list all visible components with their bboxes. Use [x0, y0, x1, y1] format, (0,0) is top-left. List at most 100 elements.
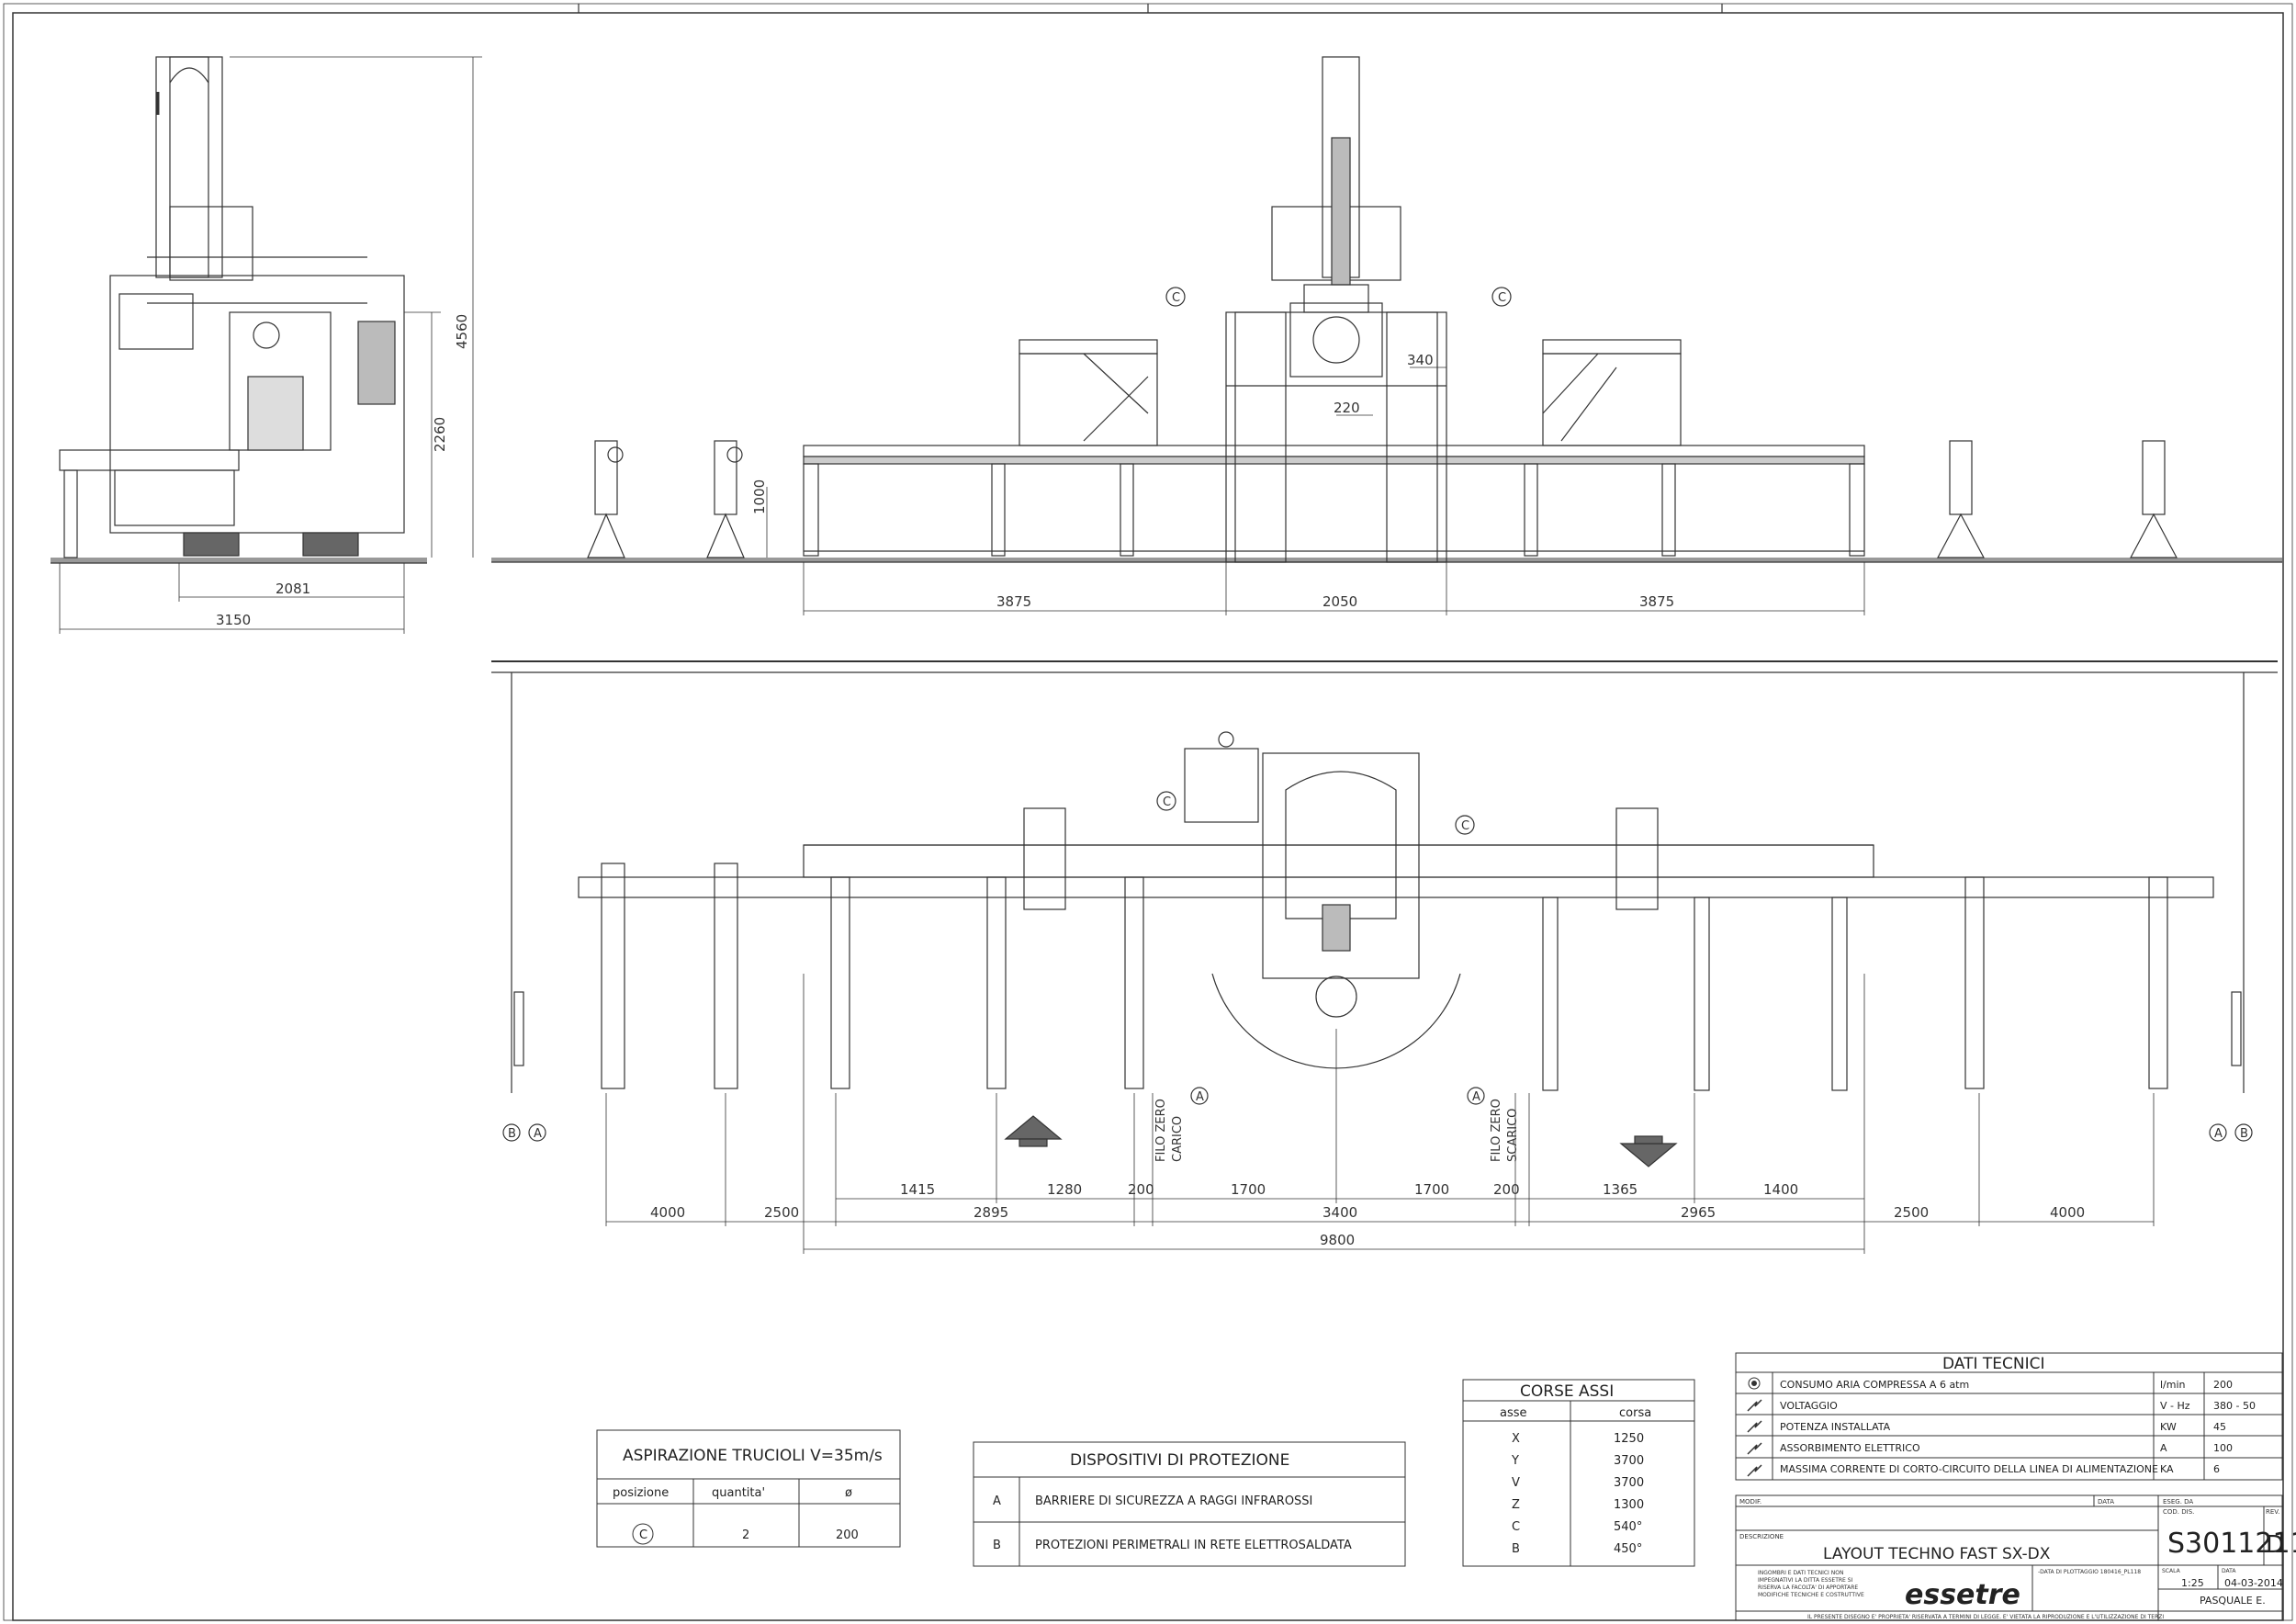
drawing-title: LAYOUT TECHNO FAST SX-DX	[1823, 1545, 2051, 1563]
dispositivi-row-b-key: B	[993, 1539, 1001, 1552]
dim-4000-left: 4000	[650, 1204, 685, 1221]
front-roller-supports	[587, 440, 2178, 558]
aspirazione-header-quantita: quantita'	[712, 1486, 765, 1500]
plan-dim-mid-row: 4000 2500 2895 3400 2965 2500 4000	[650, 1204, 2085, 1221]
marker-a-label: A	[1196, 1090, 1204, 1104]
dati-row-desc: ASSORBIMENTO ELETTRICO	[1780, 1442, 1920, 1454]
dim-2965: 2965	[1681, 1204, 1716, 1221]
dim-2260: 2260	[432, 417, 448, 452]
dati-tecnici-table	[1735, 1352, 2283, 1481]
marker-c-label: C	[1172, 291, 1180, 305]
dim-220: 220	[1334, 400, 1360, 416]
filo-zero-carico: FILO ZERO	[1154, 1099, 1168, 1162]
essetre-logo: essetre	[1905, 1579, 2020, 1611]
dispositivi-row-a-key: A	[993, 1494, 1001, 1508]
corse-row-asse: V	[1512, 1476, 1520, 1490]
dati-row-unit: KA	[2160, 1463, 2174, 1475]
dim-200: 200	[1493, 1181, 1520, 1198]
lightning-icon	[1747, 1399, 1762, 1412]
title-eseg-label: ESEG. DA	[2163, 1498, 2193, 1506]
dati-row-unit: l/min	[2160, 1379, 2186, 1391]
title-modif-label: MODIF.	[1739, 1498, 1761, 1506]
aspirazione-row-posizione: C	[639, 1528, 647, 1542]
plan-dimensions	[605, 974, 2155, 1254]
marker-c	[1165, 287, 1186, 307]
dim-1700-right: 1700	[1414, 1181, 1449, 1198]
dati-row-desc: MASSIMA CORRENTE DI CORTO-CIRCUITO DELLA…	[1780, 1463, 2158, 1475]
dati-row-value: 200	[2213, 1379, 2233, 1391]
dati-row-desc: POTENZA INSTALLATA	[1780, 1421, 1891, 1433]
aspirazione-header-diametro: ø	[845, 1486, 852, 1500]
dim-1280: 1280	[1047, 1181, 1082, 1198]
dispositivi-row-b-text: PROTEZIONI PERIMETRALI IN RETE ELETTROSA…	[1035, 1539, 1352, 1552]
plot-date: -DATA DI PLOTTAGGIO 180416_PL118	[2038, 1569, 2141, 1575]
dati-row-unit: V - Hz	[2160, 1400, 2190, 1412]
marker-b-label: B	[2240, 1127, 2248, 1141]
title-data-label: DATA	[2098, 1498, 2114, 1506]
marker-a-label: A	[2214, 1127, 2223, 1141]
dim-3875-left: 3875	[996, 593, 1031, 610]
dim-4560: 4560	[454, 314, 470, 349]
aspirazione-row-quantita: 2	[742, 1528, 749, 1542]
aspirazione-row-diametro: 200	[836, 1528, 859, 1542]
dispositivi-table	[973, 1441, 1406, 1567]
dim-200: 200	[1128, 1181, 1154, 1198]
title-descrizione-label: DESCRIZIONE	[1739, 1533, 1784, 1540]
dim-1700-left: 1700	[1231, 1181, 1266, 1198]
dim-340: 340	[1407, 352, 1434, 368]
ownership-footer: IL PRESENTE DISEGNO E' PROPRIETA' RISERV…	[1807, 1614, 2164, 1620]
dati-tecnici-title: DATI TECNICI	[1942, 1355, 2045, 1373]
dati-row-unit: KW	[2160, 1421, 2177, 1433]
lightning-icon	[1747, 1442, 1762, 1455]
plan-view	[491, 660, 2278, 1167]
corse-row-asse: X	[1512, 1432, 1520, 1446]
marker-a-label: A	[1472, 1090, 1480, 1104]
date-label: DATA	[2222, 1568, 2236, 1574]
corse-header-corsa: corsa	[1619, 1406, 1651, 1420]
dati-row-value: 100	[2213, 1442, 2233, 1454]
dati-row-unit: A	[2160, 1442, 2167, 1454]
corse-title: CORSE ASSI	[1520, 1382, 1614, 1401]
aspirazione-title: ASPIRAZIONE TRUCIOLI V=35m/s	[623, 1447, 883, 1465]
corse-rows: X 1250 Y 3700 V 3700 Z 1300 C 540° B 450…	[1511, 1432, 1644, 1556]
drawing-revision: D	[2266, 1531, 2284, 1559]
filo-zero-carico-2: CARICO	[1171, 1116, 1185, 1162]
dati-tecnici-icons	[1747, 1399, 1762, 1477]
dim-9800: 9800	[1320, 1232, 1355, 1248]
corse-row-asse: B	[1512, 1542, 1520, 1556]
marker-c	[1491, 287, 1512, 307]
plan-dim-top-row: 1415 1280 200 1700 1700 200 1365 1400	[900, 1181, 1798, 1198]
corse-row-corsa: 1250	[1614, 1432, 1644, 1446]
corse-row-corsa: 3700	[1614, 1476, 1644, 1490]
dim-1400: 1400	[1763, 1181, 1798, 1198]
dati-row-value: 6	[2213, 1463, 2220, 1475]
dati-row-value: 380 - 50	[2213, 1400, 2256, 1412]
marker-a-label: A	[534, 1127, 542, 1141]
dati-tecnici-rows: CONSUMO ARIA COMPRESSA A 6 atm l/min 200…	[1780, 1379, 2256, 1475]
dim-3400: 3400	[1322, 1204, 1357, 1221]
marker-c-label: C	[1461, 819, 1469, 833]
title-block-text: MODIF. DATA ESEG. DA COD. DIS. REV. DESC…	[1739, 1498, 2296, 1620]
marker-c-label: C	[1498, 291, 1506, 305]
dispositivi-title: DISPOSITIVI DI PROTEZIONE	[1070, 1451, 1289, 1470]
marker-c-label: C	[1163, 795, 1171, 809]
dim-2050: 2050	[1322, 593, 1357, 610]
notice-line: MODIFICHE TECNICHE E COSTRUTTIVE	[1758, 1592, 1864, 1598]
marker-b-label: B	[508, 1127, 516, 1141]
dim-1415: 1415	[900, 1181, 935, 1198]
corse-header-asse: asse	[1500, 1406, 1527, 1420]
dati-row-desc: CONSUMO ARIA COMPRESSA A 6 atm	[1780, 1379, 1969, 1391]
corse-assi-table	[1462, 1379, 1695, 1567]
corse-row-corsa: 450°	[1614, 1542, 1642, 1556]
dim-2081: 2081	[276, 581, 310, 597]
title-cod-label: COD. DIS.	[2163, 1508, 2194, 1516]
side-view	[51, 56, 427, 564]
scala-label: SCALA	[2162, 1568, 2181, 1574]
corse-row-asse: Y	[1511, 1454, 1519, 1468]
front-view	[491, 56, 2282, 563]
corse-row-corsa: 540°	[1614, 1520, 1642, 1534]
dim-2500-left: 2500	[764, 1204, 799, 1221]
notice-line: INGOMBRI E DATI TECNICI NON	[1758, 1570, 1843, 1576]
corse-row-corsa: 3700	[1614, 1454, 1644, 1468]
